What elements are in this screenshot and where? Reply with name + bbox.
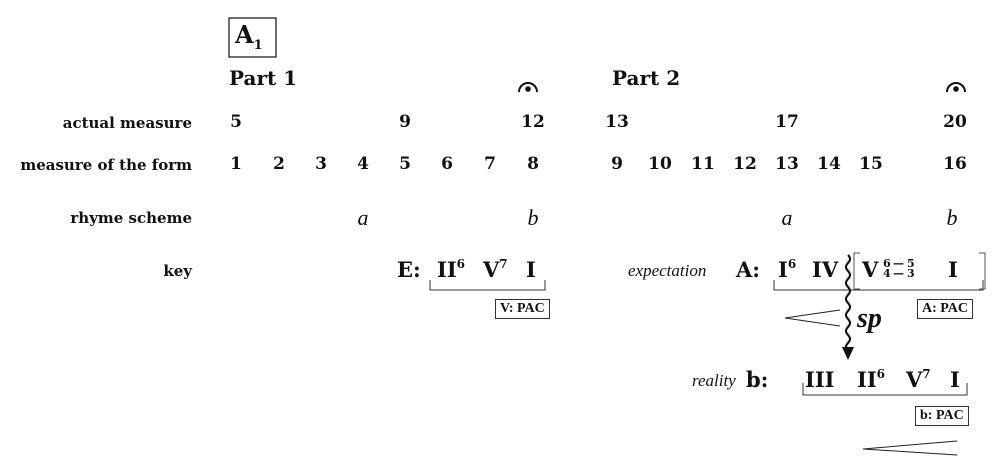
actual-measure: 20: [943, 112, 967, 132]
chord: IV: [812, 257, 839, 282]
chord-figure: 7: [499, 257, 508, 271]
rhyme-letter: a: [357, 205, 369, 230]
row-label-rhyme: rhyme scheme: [70, 209, 192, 227]
form-measure: 8: [527, 154, 539, 174]
chord: II6: [437, 257, 465, 282]
form-measure: 15: [859, 154, 883, 174]
phrase-bracket: [429, 280, 546, 291]
form-measure: 12: [733, 154, 757, 174]
expectation-bracket-right: [979, 252, 986, 290]
form-measure: 4: [357, 154, 369, 174]
expectation-label: expectation: [628, 261, 707, 280]
section-label: A1: [235, 20, 263, 53]
chord-figure: 6: [787, 257, 797, 271]
fermata-icon: [946, 82, 966, 93]
form-measure: 11: [691, 154, 715, 174]
chord: III: [805, 367, 835, 392]
chord: V7: [483, 257, 508, 282]
cadence-box: A: PAC: [917, 299, 974, 319]
chord-numeral: II: [857, 367, 877, 392]
form-measure: 2: [273, 154, 285, 174]
form-measure: 14: [817, 154, 841, 174]
part-1-heading: Part 1: [229, 66, 298, 90]
section-subscript: 1: [253, 37, 263, 53]
form-measure: 3: [315, 154, 327, 174]
wavy-arrow-line: [845, 254, 851, 352]
fermata-icon: [518, 82, 538, 93]
chord-figure: 6: [883, 257, 891, 270]
form-measure: 6: [441, 154, 453, 174]
row-label-actual: actual measure: [62, 114, 192, 132]
chord-numeral: I: [778, 257, 788, 282]
actual-measure: 9: [399, 112, 411, 132]
expectation-bracket-left: [853, 252, 860, 290]
dynamic-marking: sp: [857, 303, 882, 334]
phrase-bracket: [802, 383, 968, 396]
chord-numeral: V: [862, 257, 879, 282]
reality-label: reality: [692, 371, 736, 390]
actual-measure: 12: [521, 112, 545, 132]
actual-measure: 13: [605, 112, 629, 132]
chord-numeral: II: [437, 257, 457, 282]
chord-figure: 7: [922, 367, 931, 381]
cadence-box: b: PAC: [915, 406, 969, 426]
chord-figure: 5: [907, 257, 915, 270]
form-measure: 1: [230, 154, 242, 174]
crescendo-hairpin: [784, 309, 841, 327]
key-label: b:: [746, 367, 769, 392]
key-label: A:: [736, 257, 761, 282]
row-label-form: measure of the form: [20, 156, 192, 174]
form-measure: 9: [611, 154, 623, 174]
chord-figure: 3: [907, 267, 915, 280]
form-measure: 13: [775, 154, 799, 174]
chord: I: [948, 257, 958, 282]
form-measure: 10: [648, 154, 672, 174]
cadential-chord: V: [862, 257, 878, 282]
row-label-key: key: [163, 262, 192, 280]
figure-dashes: ——: [893, 257, 904, 280]
rhyme-letter: b: [946, 205, 958, 230]
chord: I6: [778, 257, 796, 282]
part-2-heading: Part 2: [612, 66, 681, 90]
chord: I: [950, 367, 960, 392]
actual-measure: 5: [230, 112, 242, 132]
chord: I: [526, 257, 536, 282]
cadence-box: V: PAC: [495, 299, 550, 319]
chord-numeral: V: [906, 367, 923, 392]
phrase-bracket: [773, 280, 984, 291]
chord: II6: [857, 367, 885, 392]
rhyme-letter: a: [781, 205, 793, 230]
section-letter: A: [235, 20, 254, 49]
section-box: [228, 17, 277, 58]
form-measure: 16: [943, 154, 967, 174]
key-label: E:: [397, 257, 421, 282]
crescendo-hairpin: [862, 440, 958, 456]
chord-figure: 6: [456, 257, 466, 271]
chord-figure: 6: [876, 367, 886, 381]
chord-figure: 4: [883, 267, 891, 280]
form-measure: 5: [399, 154, 411, 174]
actual-measure: 17: [775, 112, 799, 132]
chord: V7: [906, 367, 931, 392]
arrowhead-icon: [842, 347, 854, 360]
chord-numeral: V: [483, 257, 500, 282]
form-measure: 7: [484, 154, 496, 174]
rhyme-letter: b: [527, 205, 539, 230]
